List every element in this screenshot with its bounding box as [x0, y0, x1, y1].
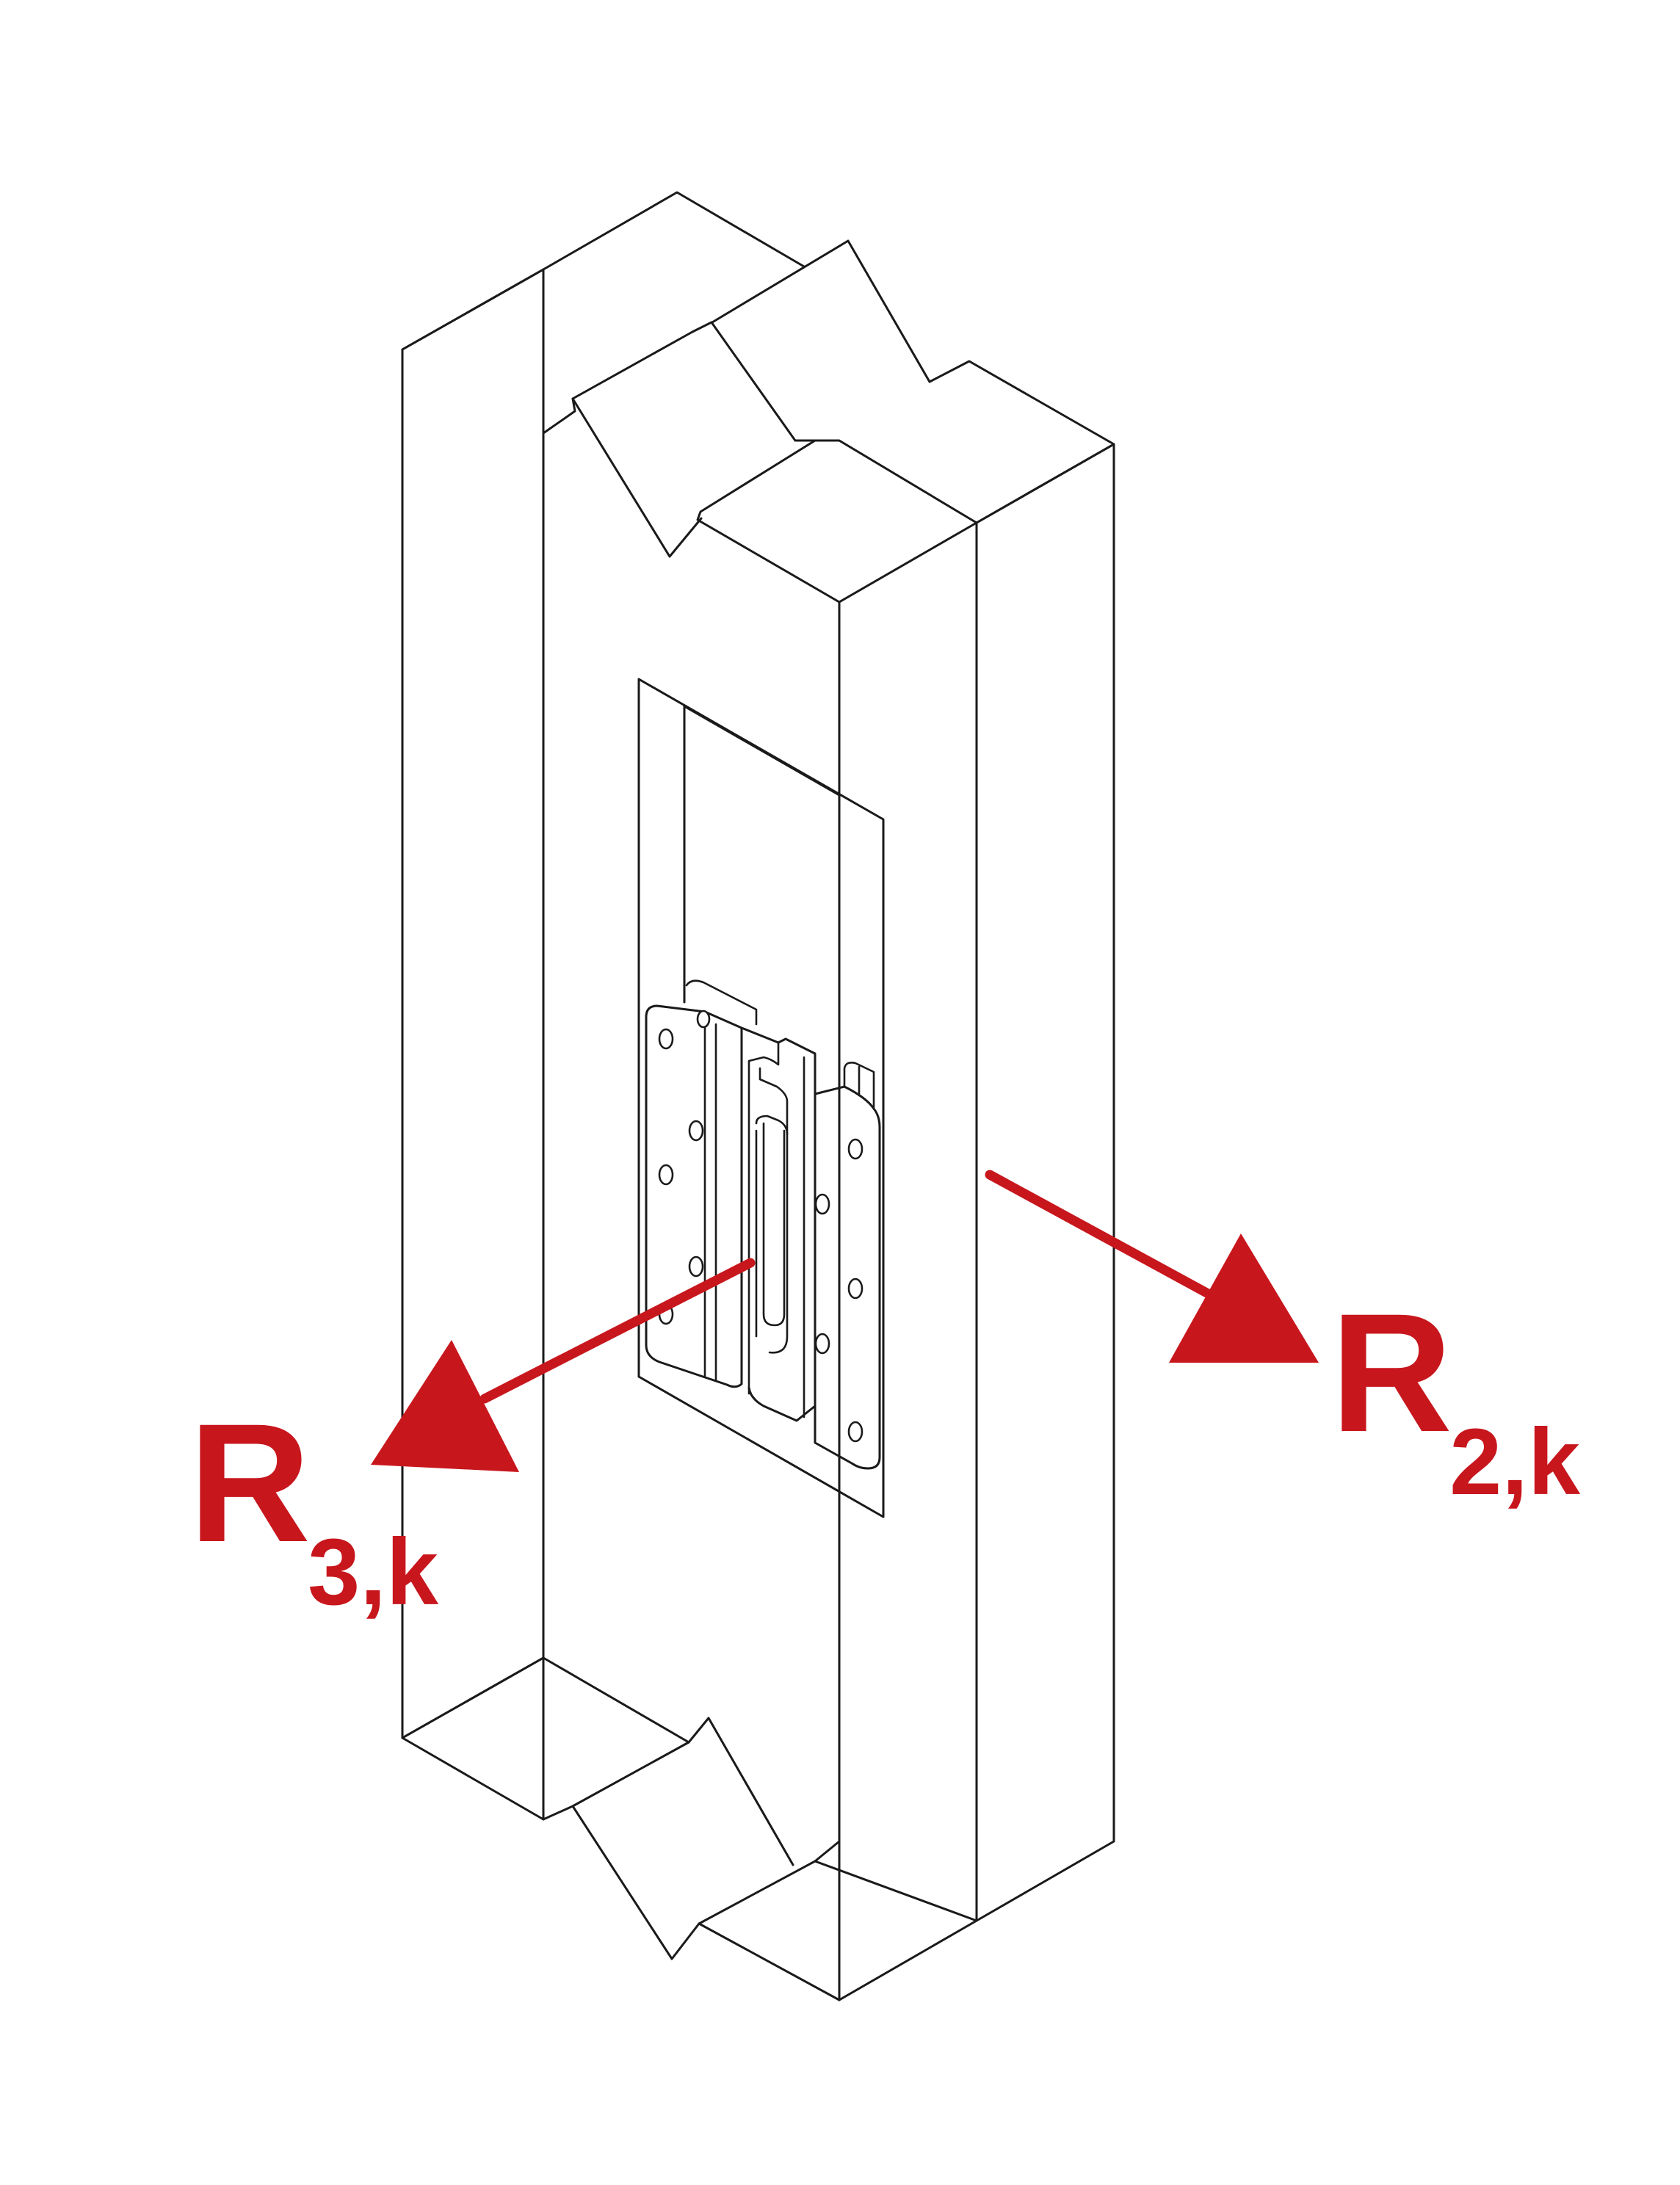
r2-arrow-head [1169, 1233, 1319, 1363]
right-flange-plate [814, 1085, 881, 1470]
hole [696, 1010, 711, 1029]
left-member-bottom-back [401, 1656, 690, 1744]
right-member-top-face [696, 439, 978, 604]
left-member-bottom-notch [542, 1717, 794, 1866]
right-flange-back-tab [843, 1062, 875, 1110]
left-member-notch-diag [710, 321, 797, 442]
pocket-outline [637, 678, 885, 1518]
left-member-top-back [401, 191, 805, 351]
right-member-bottom-edge [698, 1922, 841, 2001]
hole [658, 1164, 674, 1186]
left-flange-plate [645, 1004, 743, 1388]
hole [847, 1278, 863, 1300]
hole [814, 1333, 830, 1355]
right-timber-member [571, 239, 1115, 2001]
right-member-top-back [711, 239, 1115, 524]
r3k-subscript: 3,k [308, 1520, 439, 1625]
hole [658, 1028, 674, 1050]
r2k-main-letter: R [1330, 1278, 1453, 1467]
force-arrow-r2 [985, 1170, 1319, 1363]
r2-arrow-shaft [985, 1170, 1224, 1305]
r2k-subscript: 2,k [1449, 1410, 1581, 1515]
hole [847, 1421, 863, 1443]
pocket-top-inner [683, 705, 841, 797]
recess-pocket [637, 678, 885, 1518]
r3k-main-letter: R [189, 1388, 311, 1577]
hole [847, 1138, 863, 1160]
slot-top [755, 1115, 789, 1136]
hole [814, 1193, 830, 1215]
r2k-label: R2,k [1330, 1289, 1580, 1510]
fastener-holes [658, 1010, 863, 1443]
left-flange-back-tab [685, 979, 758, 1026]
center-channel [740, 1026, 817, 1422]
right-member-bottom-back [814, 1860, 978, 1922]
right-member-front-face [838, 521, 978, 2001]
connector-hardware [645, 979, 881, 1470]
r3k-label: R3,k [189, 1399, 438, 1620]
vertical-slot [762, 1122, 786, 1327]
bottom-ends [401, 1656, 978, 2001]
right-member-notch-lower [571, 397, 703, 558]
r3-arrow-head [371, 1340, 519, 1472]
force-arrow-r3 [371, 1258, 756, 1472]
bottom-notch-lower [571, 1805, 841, 2001]
left-member-top-notch [542, 268, 713, 435]
left-member-bottom [401, 1656, 545, 1821]
r3-arrow-shaft [479, 1258, 756, 1404]
center-channel-wall [747, 1041, 780, 1395]
left-timber-member [401, 191, 805, 1739]
center-channel-inner [758, 1067, 789, 1354]
hole [688, 1120, 704, 1142]
hole [688, 1255, 704, 1278]
